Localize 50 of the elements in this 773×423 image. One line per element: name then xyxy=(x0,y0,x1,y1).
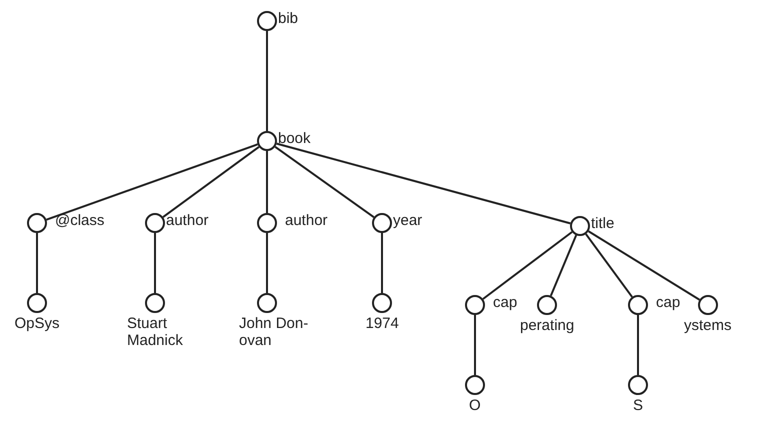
tree-edge xyxy=(274,146,374,218)
tree-edge xyxy=(550,234,578,296)
tree-node-circle xyxy=(257,11,277,31)
tree-node-circle xyxy=(372,213,392,233)
node-label: perating xyxy=(520,317,574,334)
tree-edge xyxy=(482,231,573,300)
tree-edge xyxy=(154,233,156,293)
tree-edge xyxy=(276,142,571,224)
tree-node-circle xyxy=(27,293,47,313)
node-label: O xyxy=(469,397,481,414)
tree-edge xyxy=(162,146,260,218)
node-label: Stuart Madnick xyxy=(127,315,184,349)
node-label: bib xyxy=(278,10,298,27)
node-label: author xyxy=(166,212,209,229)
tree-node-circle xyxy=(372,293,392,313)
tree-edge xyxy=(474,315,476,375)
tree-node-circle xyxy=(27,213,47,233)
tree-edge xyxy=(585,233,633,298)
node-label: @class xyxy=(55,212,104,229)
tree-edge xyxy=(266,151,268,213)
tree-node-circle xyxy=(628,375,648,395)
tree-node-circle xyxy=(257,131,277,151)
tree-node-circle xyxy=(628,295,648,315)
node-label: title xyxy=(591,215,614,232)
tree-edge xyxy=(381,233,383,293)
tree-node-circle xyxy=(465,375,485,395)
tree-edge xyxy=(266,233,268,293)
tree-node-circle xyxy=(537,295,557,315)
tree-node-circle xyxy=(570,216,590,236)
node-label: 1974 xyxy=(366,315,399,332)
tree-edge xyxy=(36,233,38,293)
node-label: ystems xyxy=(684,317,732,334)
node-label: book xyxy=(278,130,311,147)
node-label: cap xyxy=(493,294,518,311)
node-label: S xyxy=(633,397,644,414)
node-label: year xyxy=(393,212,422,229)
node-label: cap xyxy=(656,294,680,311)
tree-edge xyxy=(637,315,639,375)
tree-node-circle xyxy=(698,295,718,315)
node-label: author xyxy=(285,212,328,229)
tree-node-circle xyxy=(145,293,165,313)
tree-edge xyxy=(46,143,258,221)
tree-node-circle xyxy=(145,213,165,233)
tree-node-circle xyxy=(465,295,485,315)
tree-node-circle xyxy=(257,293,277,313)
tree-edge xyxy=(266,31,268,131)
tree-node-circle xyxy=(257,213,277,233)
node-label: John Don- ovan xyxy=(239,315,309,349)
node-label: OpSys xyxy=(14,315,60,332)
tree-edge xyxy=(588,230,700,301)
